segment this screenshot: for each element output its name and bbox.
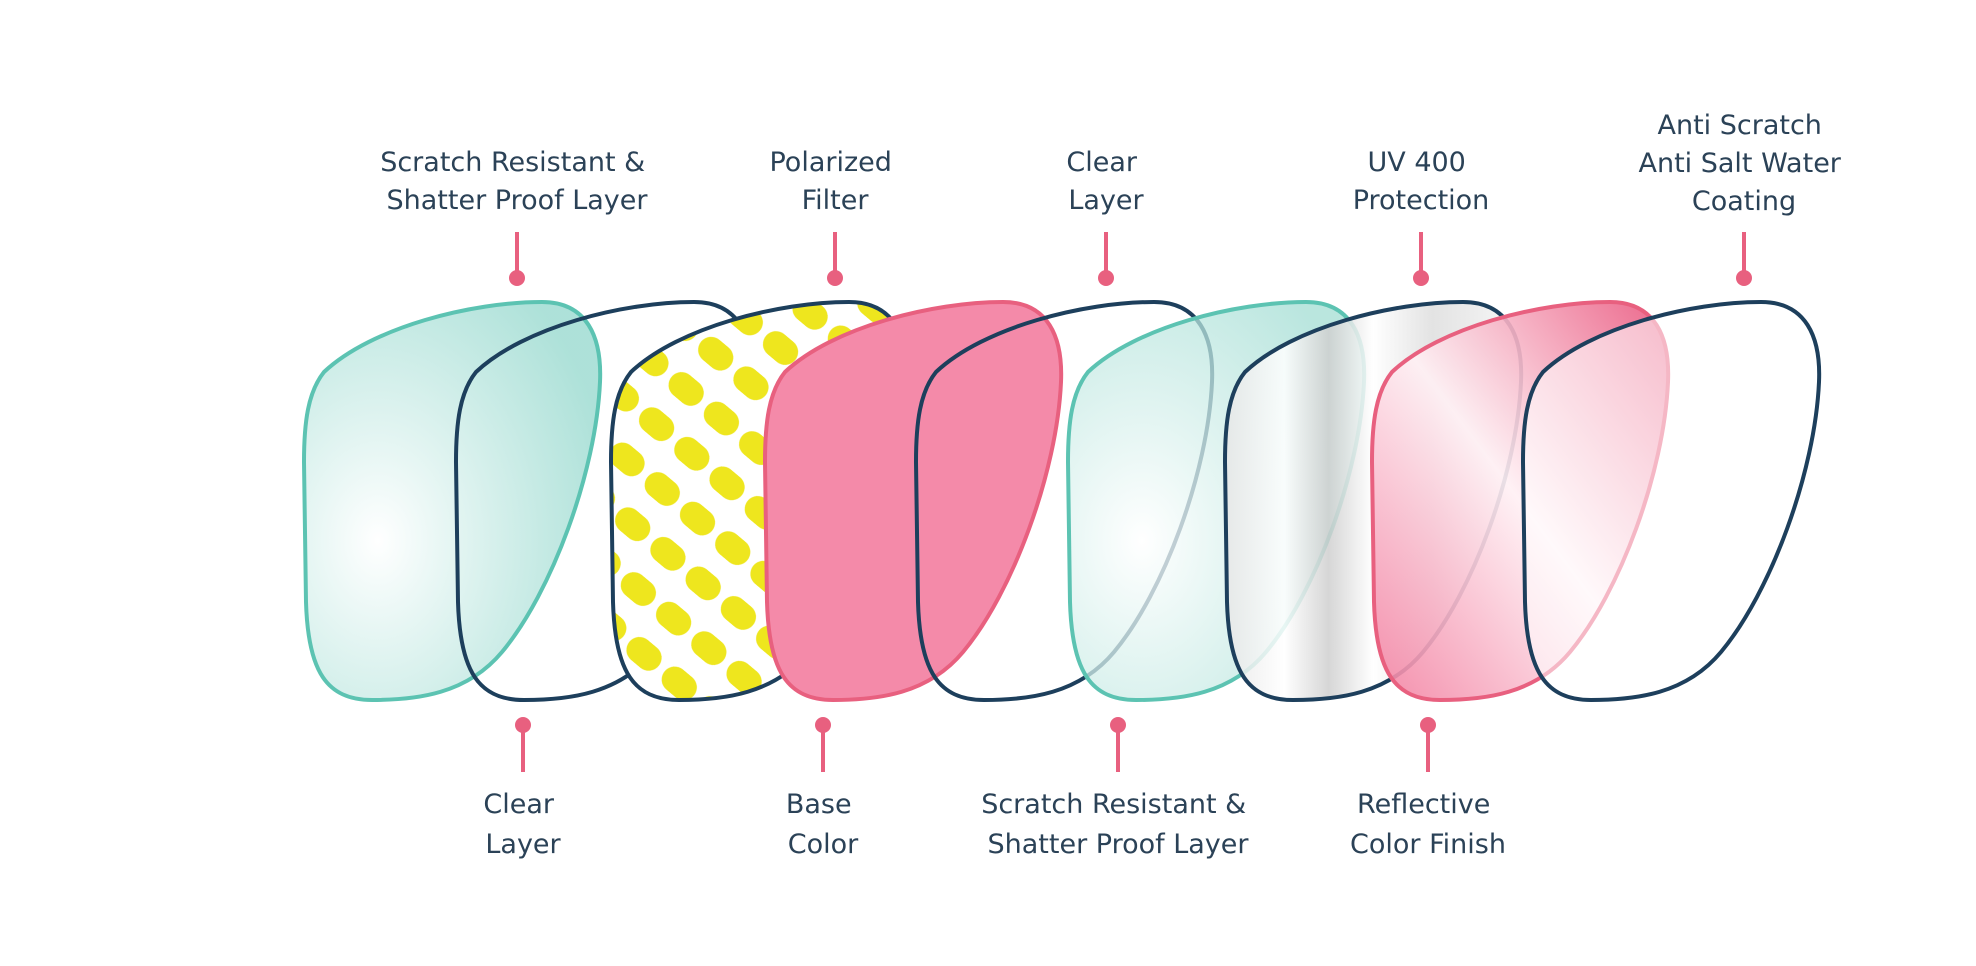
pin-top [1098,232,1114,286]
label-clear-layer-top: Clear Layer [1066,147,1145,216]
label-uv-protection: UV 400 Protection [1353,147,1490,216]
pin-bottom [1420,717,1436,772]
label-reflective-finish: Reflective Color Finish [1350,789,1506,860]
lens-scratch-resistant-1 [302,300,603,702]
lens-anti-scratch-coating [1521,300,1822,702]
label-polarized-filter: Polarized Filter [769,147,900,216]
label-clear-layer-bottom: Clear Layer [483,789,562,860]
label-scratch-resistant-top: Scratch Resistant & Shatter Proof Layer [380,147,654,216]
pin-top [1413,232,1429,286]
pin-bottom [1110,717,1126,772]
pin-bottom [815,717,831,772]
label-base-color: Base Color [786,789,860,860]
label-anti-scratch-coating: Anti Scratch Anti Salt Water Coating [1638,110,1849,217]
pin-bottom [515,717,531,772]
pin-top [827,232,843,286]
label-scratch-resistant-bottom: Scratch Resistant & Shatter Proof Layer [981,789,1255,860]
lens-base-color [763,300,1064,702]
pin-top [1736,232,1752,286]
pin-top [509,232,525,286]
